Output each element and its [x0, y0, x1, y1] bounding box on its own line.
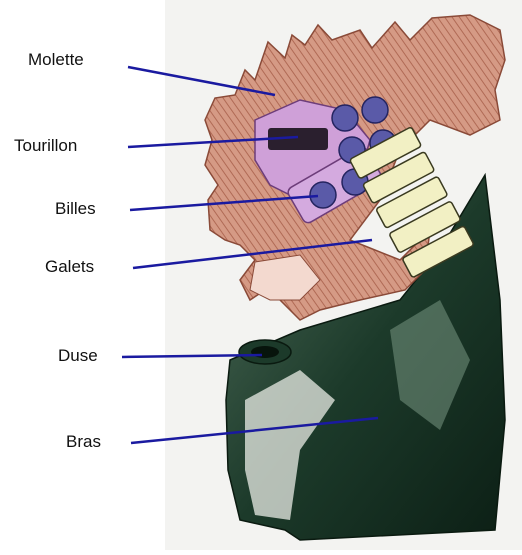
label-bras: Bras: [66, 432, 101, 452]
label-tourillon: Tourillon: [14, 136, 77, 156]
label-billes: Billes: [55, 199, 96, 219]
bille-ball: [310, 182, 336, 208]
bille-ball: [332, 105, 358, 131]
label-galets: Galets: [45, 257, 94, 277]
label-duse: Duse: [58, 346, 98, 366]
label-molette: Molette: [28, 50, 84, 70]
bille-ball: [362, 97, 388, 123]
